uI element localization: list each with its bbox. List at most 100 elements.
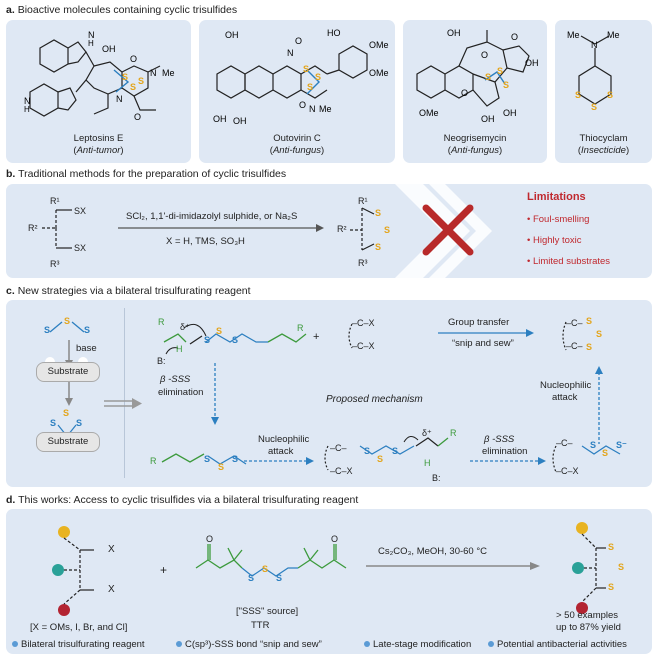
elimination-label-2: elimination xyxy=(482,446,528,457)
yield-label: up to 87% yield xyxy=(556,622,621,633)
intermediate-s1: S xyxy=(364,446,371,456)
outovirin-s2-label: S xyxy=(315,72,321,82)
neogrisemycin-oh3-label: OH xyxy=(481,114,495,124)
cyclic-s3: S xyxy=(586,342,593,352)
cyclic-s2: S xyxy=(596,329,603,339)
thiolate-c2: –C–X xyxy=(556,466,579,476)
nucleophilic-attack-arrow-up xyxy=(595,366,603,444)
reactant-r2: R² xyxy=(28,223,38,233)
ttr-s3: S xyxy=(276,573,283,583)
neogrisemycin-o2-label: O xyxy=(511,32,518,42)
leptosins-e-structure: N H OH O N Me S S S N O N H xyxy=(24,30,175,122)
ttr-s1: S xyxy=(248,573,255,583)
product-s2: S xyxy=(384,225,391,235)
outovirin-ome1-label: OMe xyxy=(369,40,389,50)
mini-s-right: S xyxy=(76,418,83,428)
limitation-item-1: • Foul-smelling xyxy=(527,214,590,225)
bullet-item-4: Potential antibacterial activities xyxy=(488,639,627,650)
group-transfer-label: Group transfer xyxy=(448,317,510,328)
limitation-item-2: • Highly toxic xyxy=(527,235,582,246)
bottom-s2-left: S xyxy=(218,462,225,472)
section-d-arrow xyxy=(366,562,540,570)
neogrisemycin-oh4-label: OH xyxy=(503,108,517,118)
yellow-dot xyxy=(58,526,70,538)
mech-r-top-right: R xyxy=(297,323,304,333)
neogrisemycin-structure: OH O O OH O S S S OMe OH OH xyxy=(416,28,539,124)
bottom-r-left: R xyxy=(150,456,157,466)
leptosins-o2-label: O xyxy=(134,112,141,122)
neogrisemycin-o1-label: O xyxy=(481,50,488,60)
beta-sss-label-2: β -SSS xyxy=(484,434,515,445)
outovirin-n2-label: N xyxy=(309,104,316,114)
section-b-x-values: X = H, TMS, SO₃H xyxy=(166,236,245,247)
beta-sss-label-1: β -SSS xyxy=(160,374,191,385)
section-b-product xyxy=(350,207,375,251)
leptosins-e-label: Leptosins E(Anti-tumor) xyxy=(73,133,124,156)
neogrisemycin-o3-label: O xyxy=(461,88,468,98)
neogrisemycin-s3-label: S xyxy=(503,80,509,90)
section-d-title: d. This works: Access to cyclic trisulfi… xyxy=(6,494,359,506)
reactant-sx1: SX xyxy=(74,206,87,216)
neogrisemycin-oh1-label: OH xyxy=(447,28,461,38)
product-r3: R³ xyxy=(358,258,368,268)
outovirin-o1-label: O xyxy=(295,36,302,46)
leptosins-n-label: N xyxy=(88,30,95,40)
intermediate-s3: S xyxy=(392,446,399,456)
thiocyclam-s3-label: S xyxy=(607,90,613,100)
thiocyclam-s1-label: S xyxy=(575,90,581,100)
sss-source-label: ["SSS" source] xyxy=(236,606,299,617)
proposed-mechanism-label: Proposed mechanism xyxy=(326,394,423,405)
reactant-r1: R¹ xyxy=(50,196,60,206)
outovirin-oh1-label: OH xyxy=(225,30,239,40)
intermediate-c1: –C– xyxy=(330,443,347,453)
substrate-box-2: Substrate xyxy=(36,432,100,452)
bullet-item-3: Late-stage modification xyxy=(364,639,471,650)
leptosins-s1-label: S xyxy=(122,72,128,82)
neogrisemycin-label: Neogrisemycin(Anti-fungus) xyxy=(443,133,507,156)
outovirin-ome2-label: OMe xyxy=(369,68,389,78)
red-cross-icon xyxy=(422,204,474,256)
product-red-dot xyxy=(576,602,588,614)
thiolate-s1: S xyxy=(590,440,597,450)
section-d-substrate xyxy=(52,526,94,616)
limitation-item-3: • Limited substrates xyxy=(527,256,611,267)
mini-s-left: S xyxy=(50,418,57,428)
thiocyclam-me1-label: Me xyxy=(567,30,580,40)
mech-delta-top: δ⁺ xyxy=(180,322,190,332)
outovirin-n1-label: N xyxy=(287,48,294,58)
reagent-s-left: S xyxy=(44,325,51,335)
mini-s-mid: S xyxy=(63,408,70,418)
substrate-x1: X xyxy=(108,544,115,555)
section-a-title: a. Bioactive molecules containing cyclic… xyxy=(6,4,238,16)
section-b-arrow xyxy=(118,224,324,232)
red-dot xyxy=(58,604,70,616)
section-d-panel xyxy=(6,509,652,654)
section-a-panel-4 xyxy=(555,20,652,163)
examples-count: > 50 examples xyxy=(556,610,619,621)
outovirin-ho-label: HO xyxy=(327,28,341,38)
attack-label-bottom: attack xyxy=(268,446,294,457)
snip-and-sew-label: “snip and sew” xyxy=(452,338,514,349)
bullet-icon xyxy=(12,641,18,648)
mech-s2-top: S xyxy=(216,326,223,336)
leptosins-oh-label: OH xyxy=(102,44,116,54)
cyclic-c2: –C– xyxy=(566,341,583,351)
outovirin-s3-label: S xyxy=(307,82,313,92)
leptosins-o-label: O xyxy=(130,54,137,64)
thiolate-c1: –C– xyxy=(556,438,573,448)
substrate-box-1: Substrate xyxy=(36,362,100,382)
bullet-icon xyxy=(176,641,182,648)
product-s1: S xyxy=(375,208,382,218)
neogrisemycin-oh2-label: OH xyxy=(525,58,539,68)
sss-reagent-top xyxy=(49,321,85,333)
nucleophilic-label-right: Nucleophilic xyxy=(540,380,592,391)
grey-transfer-arrow xyxy=(104,398,142,409)
outovirin-me-label: Me xyxy=(319,104,332,114)
intermediate-delta: δ⁺ xyxy=(422,428,432,438)
mech-s1-top: S xyxy=(204,335,211,345)
leptosins-h2-label: H xyxy=(24,105,30,114)
section-d-product xyxy=(572,522,606,614)
product-d-s1: S xyxy=(608,542,615,552)
section-c-divider xyxy=(124,308,125,478)
beta-elimination-arrow-down xyxy=(211,363,219,425)
